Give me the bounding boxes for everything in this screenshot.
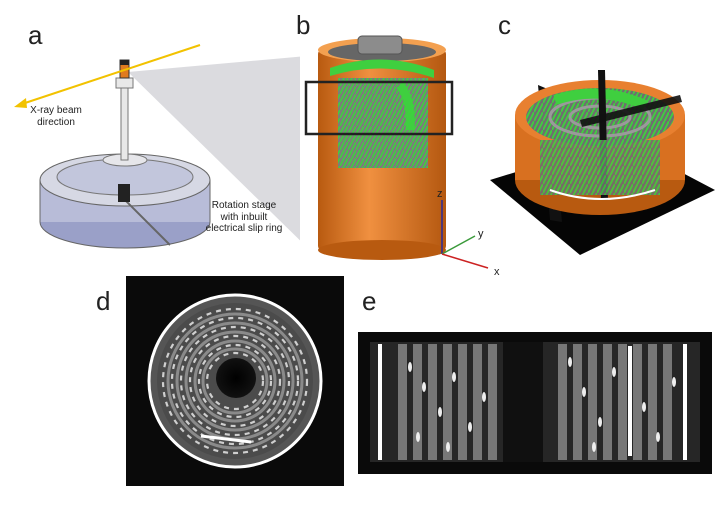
panel-label-e: e — [362, 286, 377, 316]
left-casing-wall — [378, 344, 382, 460]
central-core — [216, 358, 256, 398]
axis-label-z: z — [437, 188, 443, 200]
x-axis — [441, 253, 489, 269]
jelly-roll-windings — [161, 307, 309, 455]
stage-label-line2: with inbuilt — [220, 211, 268, 223]
slip-ring-cable — [124, 199, 171, 246]
particle-highlights — [408, 357, 676, 452]
panel-label-a: a — [28, 20, 43, 50]
xray-beam-arrowhead — [14, 98, 27, 108]
stage-label-line3: electrical slip ring — [205, 223, 283, 234]
xray-projection-cone — [128, 56, 300, 241]
beam-direction-label: X-ray beam direction — [18, 105, 94, 128]
electrode-layers-right — [558, 344, 672, 460]
axis-label-x: x — [494, 266, 500, 278]
y-axis — [441, 235, 476, 255]
axis-label-y: y — [478, 228, 484, 240]
current-collector-tab — [200, 434, 252, 444]
sample-rod — [120, 85, 129, 161]
electrode-tab — [330, 59, 434, 78]
electrode-layers-left — [398, 344, 497, 460]
cell-holder — [118, 184, 130, 202]
panel-label-c: c — [498, 10, 511, 40]
coordinate-axes — [441, 200, 489, 269]
panel-a-setup-schematic — [14, 44, 300, 249]
beam-label-line2: direction — [37, 116, 75, 128]
panel-b-cell-rendering — [304, 35, 454, 260]
panel-c-sliced-rendering — [490, 70, 715, 255]
stage-label-line1: Rotation stage — [211, 200, 277, 211]
rotation-stage-label: Rotation stage with inbuilt electrical s… — [196, 200, 292, 235]
right-casing-wall — [683, 344, 687, 460]
cell-cap — [357, 35, 403, 55]
xray-beam — [21, 44, 201, 105]
region-of-interest-box — [304, 80, 454, 136]
panel-label-d: d — [96, 286, 111, 316]
panel-e-longitudinal-section — [358, 332, 712, 474]
panel-label-b: b — [296, 10, 311, 40]
beam-label-line1: X-ray beam — [30, 105, 82, 116]
panel-d-cross-section — [126, 276, 344, 486]
